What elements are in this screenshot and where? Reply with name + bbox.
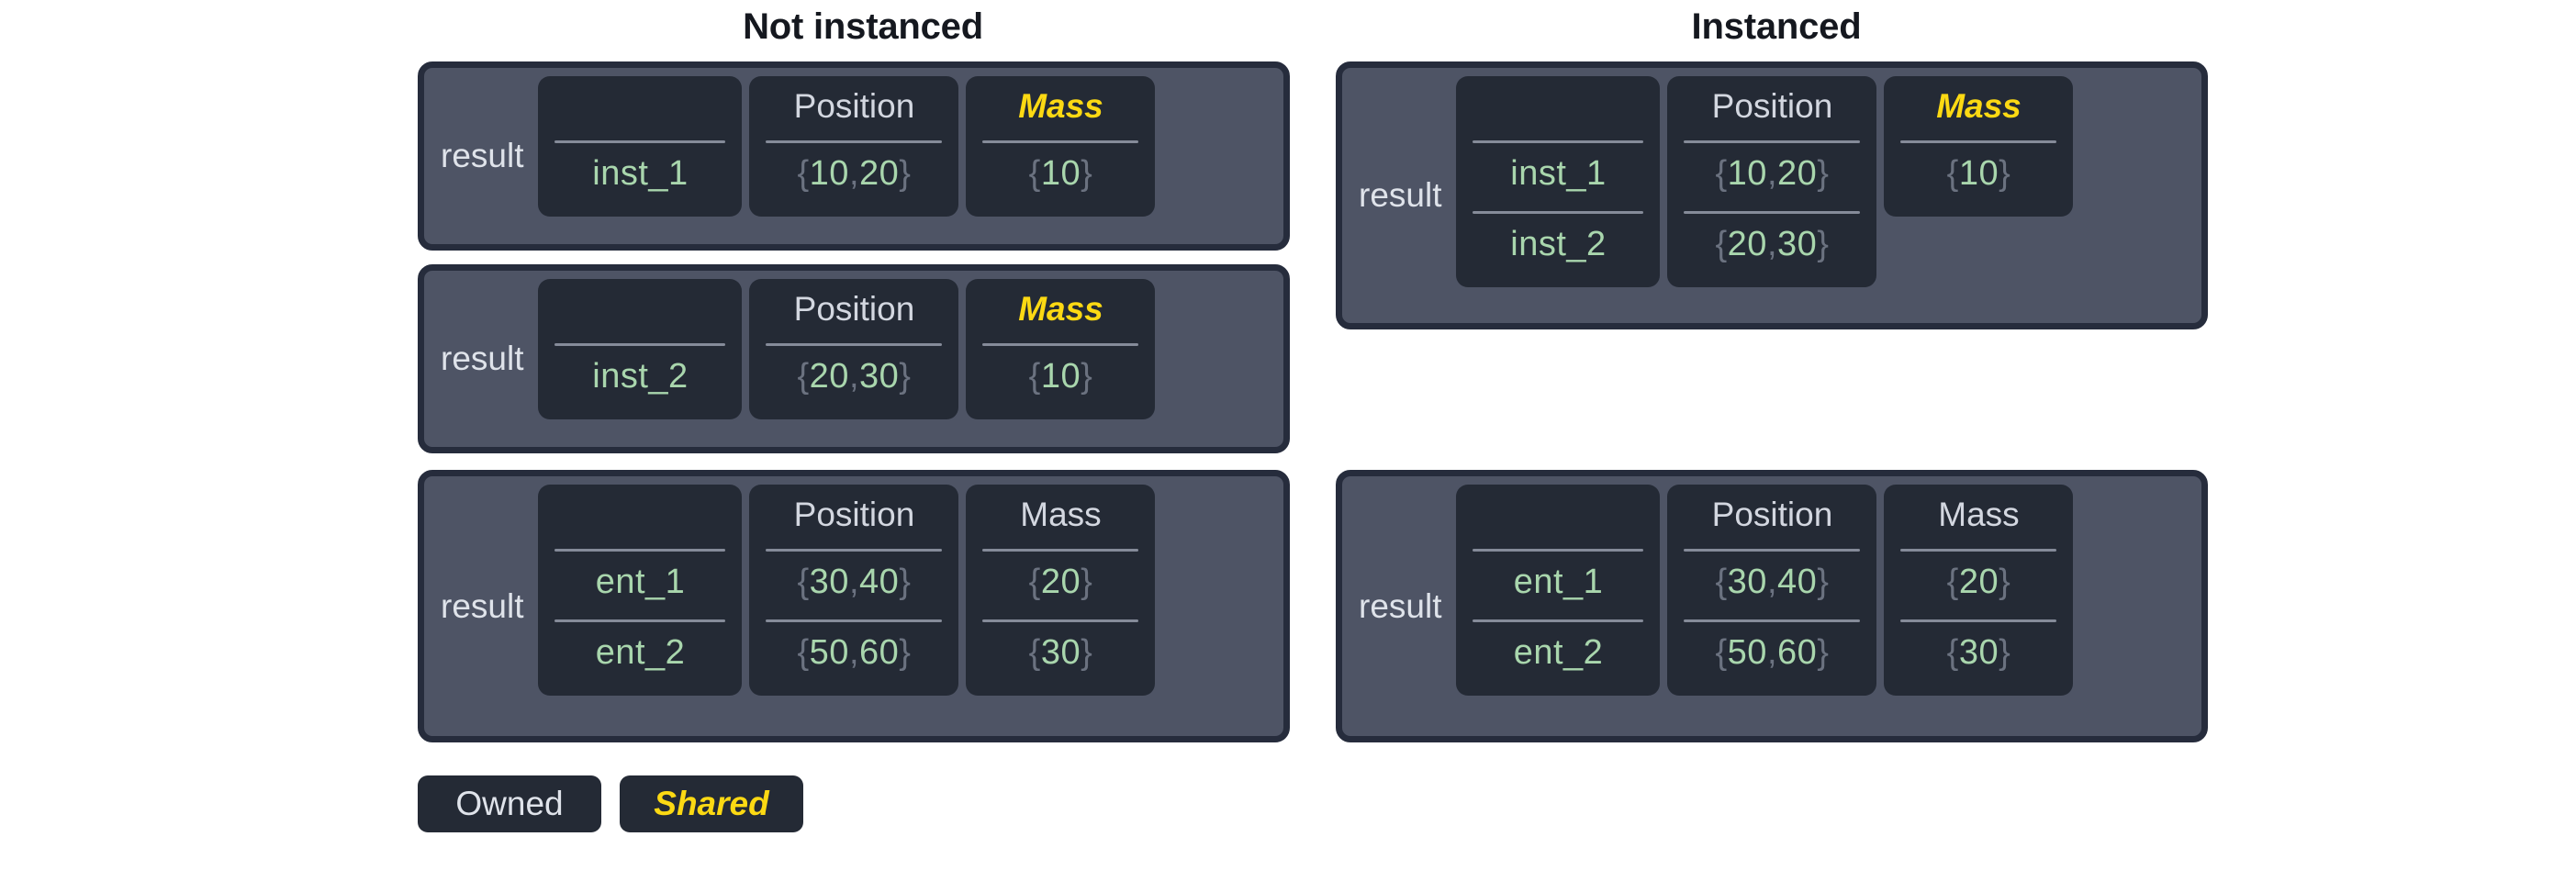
- row-rule: [1684, 211, 1861, 214]
- result-label: result: [1359, 586, 1442, 625]
- cell-mass: {30}: [1946, 632, 2011, 672]
- column-header-mass: Mass: [1018, 290, 1103, 328]
- cell-mass: {20}: [1946, 562, 2011, 601]
- header-rule: [554, 549, 726, 552]
- cell-position: {10, 20}: [797, 153, 912, 193]
- row-rule: [766, 619, 943, 622]
- column-name: inst_1 inst_2: [1456, 76, 1661, 287]
- header-rule: [766, 549, 943, 552]
- column-position: Position {30, 40} {50, 60}: [749, 485, 959, 696]
- cell-mass: {20}: [1028, 562, 1093, 601]
- cell-name: ent_1: [1513, 562, 1604, 601]
- result-label: result: [441, 586, 524, 625]
- header-rule: [1684, 549, 1861, 552]
- header-rule: [766, 140, 943, 143]
- cell-name: inst_1: [592, 153, 689, 193]
- legend-chip-owned: Owned: [418, 775, 601, 832]
- column-header-mass: Mass: [1936, 87, 2022, 125]
- column-position: Position {10, 20}: [749, 76, 959, 217]
- cell-name: inst_2: [1510, 224, 1607, 263]
- result-panel-instanced-1: result inst_1 inst_2 Position {10, 20} {…: [1336, 61, 2208, 329]
- cell-position: {10, 20}: [1715, 153, 1830, 193]
- cell-mass: {10}: [1946, 153, 2011, 193]
- column-name: ent_1 ent_2: [1456, 485, 1661, 696]
- row-rule: [1900, 619, 2057, 622]
- cell-position: {50, 60}: [1715, 632, 1830, 672]
- column-mass: Mass {20} {30}: [966, 485, 1156, 696]
- cell-name: ent_1: [595, 562, 686, 601]
- result-label: result: [441, 340, 524, 377]
- header-rule: [1900, 549, 2057, 552]
- column-header-mass: Mass: [1020, 496, 1102, 533]
- column-header-position: Position: [1711, 496, 1833, 533]
- legend-chip-shared: Shared: [620, 775, 803, 832]
- column-mass: Mass {10}: [966, 76, 1156, 217]
- column-position: Position {20, 30}: [749, 279, 959, 419]
- cell-name: inst_1: [1510, 153, 1607, 193]
- column-group: ent_1 ent_2 Position {30, 40} {50, 60} M…: [1456, 476, 2081, 736]
- column-position: Position {10, 20} {20, 30}: [1667, 76, 1877, 287]
- row-rule: [554, 619, 726, 622]
- header-rule: [1473, 549, 1644, 552]
- result-label: result: [441, 137, 524, 174]
- cell-name: inst_2: [592, 356, 689, 396]
- cell-name: ent_2: [1513, 632, 1604, 672]
- column-header-name: [1473, 485, 1643, 541]
- cell-position: {20, 30}: [1715, 224, 1830, 263]
- column-group: inst_1 Position {10, 20} Mass {10}: [538, 68, 1163, 244]
- result-panel-not-instanced-2: result inst_2 Position {20, 30} Mass {10…: [418, 264, 1290, 453]
- result-label: result: [1359, 176, 1442, 214]
- column-group: inst_2 Position {20, 30} Mass {10}: [538, 271, 1163, 447]
- column-mass-shared: Mass {10}: [1884, 76, 2074, 217]
- header-rule: [982, 343, 1139, 346]
- column-header-name: [1473, 76, 1643, 133]
- column-header-name: [554, 76, 725, 133]
- header-rule: [554, 343, 726, 346]
- cell-mass: {10}: [1028, 356, 1093, 396]
- column-header-mass: Mass: [1938, 496, 2020, 533]
- cell-position: {30, 40}: [797, 562, 912, 601]
- row-rule: [1473, 211, 1644, 214]
- column-header-position: Position: [793, 496, 915, 533]
- cell-position: {20, 30}: [797, 356, 912, 396]
- column-header-name: [554, 279, 725, 336]
- cell-name: ent_2: [595, 632, 686, 672]
- result-panel-not-instanced-1: result inst_1 Position {10, 20} Mass {10…: [418, 61, 1290, 251]
- legend: Owned Shared: [418, 775, 803, 832]
- column-header-position: Position: [1711, 87, 1833, 125]
- column-title-instanced: Instanced: [1691, 6, 1862, 47]
- row-rule: [982, 619, 1139, 622]
- column-group: inst_1 inst_2 Position {10, 20} {20, 30}…: [1456, 68, 2081, 323]
- header-rule: [1900, 140, 2057, 143]
- result-panel-not-instanced-3: result ent_1 ent_2 Position {30, 40} {50…: [418, 470, 1290, 742]
- cell-position: {50, 60}: [797, 632, 912, 672]
- column-position: Position {30, 40} {50, 60}: [1667, 485, 1877, 696]
- column-mass: Mass {20} {30}: [1884, 485, 2074, 696]
- header-rule: [1473, 140, 1644, 143]
- column-header-name: [554, 485, 725, 541]
- header-rule: [554, 140, 726, 143]
- column-header-position: Position: [793, 87, 915, 125]
- row-rule: [1684, 619, 1861, 622]
- column-title-not-instanced: Not instanced: [743, 6, 983, 47]
- column-name: ent_1 ent_2: [538, 485, 743, 696]
- header-rule: [982, 549, 1139, 552]
- cell-mass: {10}: [1028, 153, 1093, 193]
- header-rule: [1684, 140, 1861, 143]
- column-name: inst_2: [538, 279, 743, 419]
- column-group: ent_1 ent_2 Position {30, 40} {50, 60} M…: [538, 476, 1163, 736]
- cell-position: {30, 40}: [1715, 562, 1830, 601]
- cell-mass: {30}: [1028, 632, 1093, 672]
- column-name: inst_1: [538, 76, 743, 217]
- column-header-position: Position: [793, 290, 915, 328]
- column-header-mass: Mass: [1018, 87, 1103, 125]
- result-panel-instanced-2: result ent_1 ent_2 Position {30, 40} {50…: [1336, 470, 2208, 742]
- column-mass: Mass {10}: [966, 279, 1156, 419]
- row-rule: [1473, 619, 1644, 622]
- header-rule: [982, 140, 1139, 143]
- header-rule: [766, 343, 943, 346]
